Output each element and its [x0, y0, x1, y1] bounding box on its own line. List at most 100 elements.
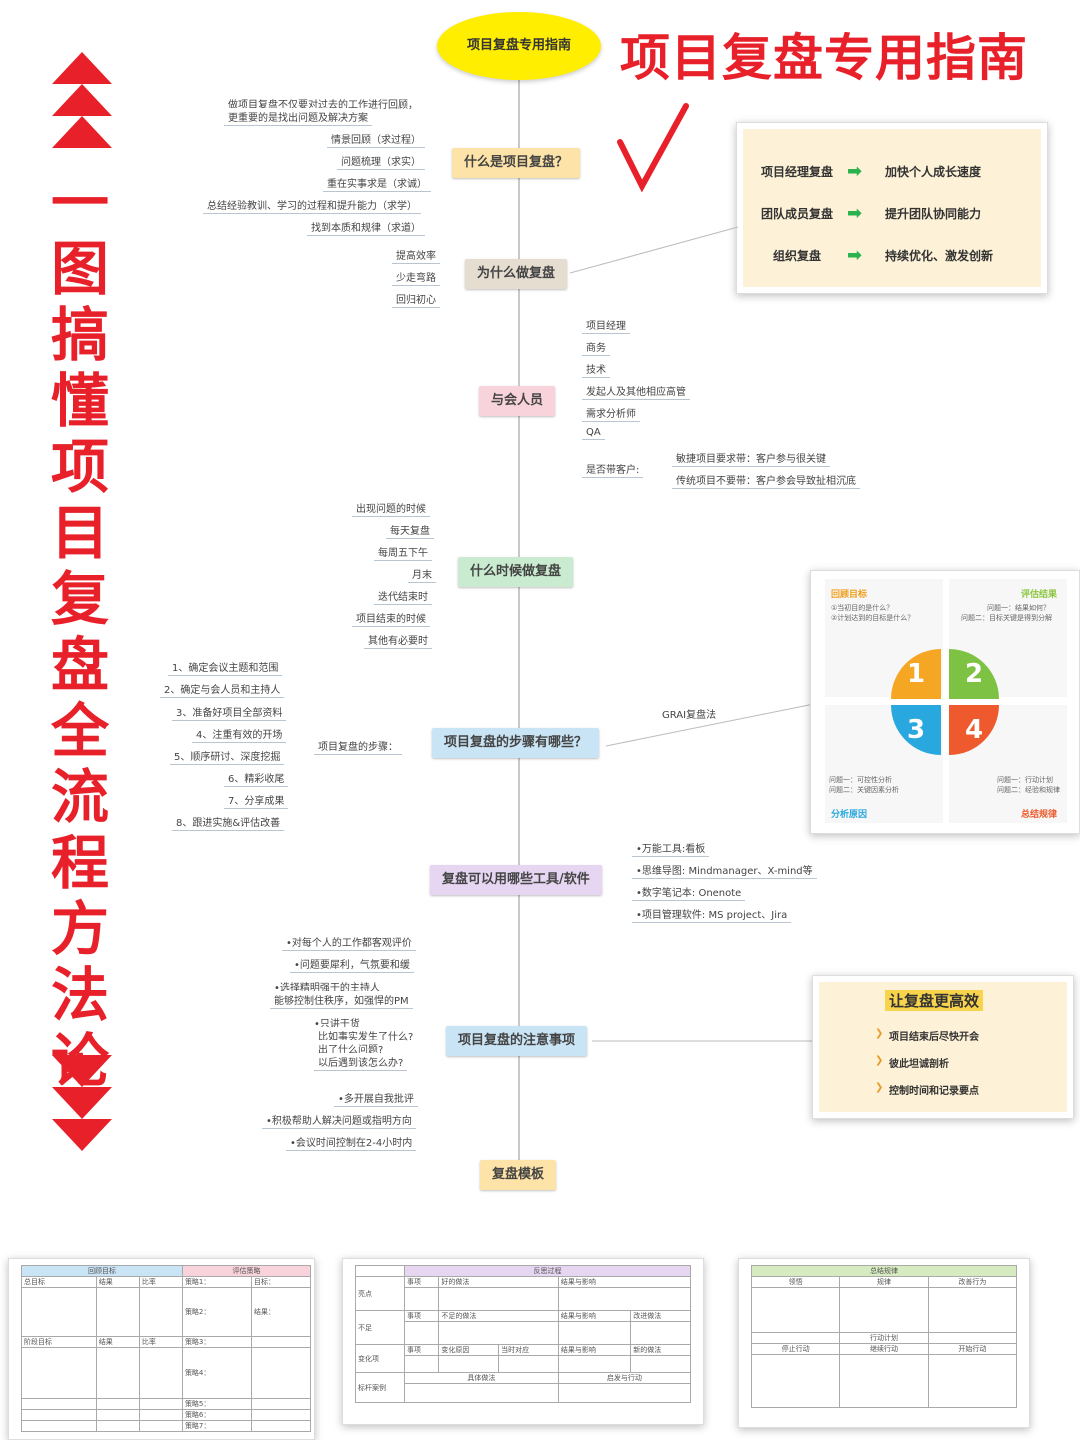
grai-q4-title: 总结规律 [1021, 810, 1058, 820]
grai-q1-line: ②计划达到的目标是什么？ [831, 614, 915, 622]
why-item: 少走弯路 [392, 268, 440, 286]
why-item: 提高效率 [392, 246, 440, 264]
tpl1-col: 结果 [95, 1336, 140, 1348]
grai-q2-line: 问题一：结果如何？ [987, 604, 1050, 612]
down-chevron-icon [52, 1055, 112, 1087]
tpl3-col: 继续行动 [839, 1343, 929, 1355]
tpl1-col: 比率 [138, 1336, 183, 1348]
template-summary: 总结规律 领悟规律改善行为 行动计划 停止行动继续行动开始行动 [738, 1258, 1030, 1428]
topic-when[interactable]: 什么时候做复盘 [458, 557, 574, 587]
tpl2-title: 反思过程 [404, 1265, 691, 1277]
who-item: 技术 [582, 360, 610, 378]
red-check-arrow-icon [617, 103, 689, 192]
topic-why[interactable]: 为什么做复盘 [465, 259, 568, 289]
tpl1-strategy: 策略2： [181, 1287, 253, 1337]
notes-item: •对每个人的工作都客观评价 [282, 933, 416, 951]
what-item: 情景回顾（求过程） [327, 130, 425, 148]
when-item: 每天复盘 [386, 521, 434, 539]
tpl1-strategy: 策略5： [181, 1398, 253, 1410]
up-chevron-icon [52, 116, 112, 148]
grai-q4-line: 问题一：行动计划 [997, 776, 1053, 784]
topic-notes[interactable]: 项目复盘的注意事项 [446, 1026, 588, 1056]
why-card-right: 加快个人成长速度 [885, 165, 982, 179]
tpl2-cell: 启发与行动 [557, 1372, 692, 1384]
tpl2-row-label: 变化项 [355, 1344, 405, 1373]
tpl2-cell: 事项 [403, 1344, 440, 1356]
tpl1-strategy: 策略3： [181, 1336, 253, 1348]
down-chevron-icon [52, 1087, 112, 1119]
chevron-right-icon: ❯ [875, 1028, 884, 1039]
tpl2-cell: 具体做法 [404, 1372, 559, 1384]
who-item: 商务 [582, 338, 610, 356]
tpl3-col: 开始行动 [927, 1343, 1018, 1355]
tpl2-cell: 事项 [403, 1276, 440, 1288]
vertical-title: 一图搞懂 项目复盘全流程方法论 [50, 169, 109, 1095]
notes-card-item: 控制时间和记录要点 [889, 1086, 979, 1097]
notes-item: •多开展自我批评 [334, 1089, 418, 1107]
step-item: 2、确定与会人员和主持人 [160, 680, 285, 698]
who-item: 是否带客户: [582, 460, 644, 478]
chevron-right-icon: ❯ [875, 1055, 884, 1066]
when-item: 迭代结束时 [374, 587, 432, 605]
notes-item: •问题要犀利，气氛要和缓 [290, 955, 414, 973]
tpl2-row-label: 标杆案例 [355, 1372, 405, 1403]
notes-item: 能够控制住秩序，如强悍的PM [270, 991, 413, 1009]
who-item: 需求分析师 [582, 404, 640, 422]
red-title: 项目复盘专用指南 [620, 29, 1028, 87]
when-item: 每周五下午 [374, 543, 432, 561]
tpl2-cell: 不足的做法 [438, 1310, 559, 1322]
grai-q3-line: 问题一：可控性分析 [829, 776, 892, 784]
tpl1-h2: 评估策略 [181, 1265, 312, 1277]
tpl3-col: 停止行动 [750, 1343, 841, 1355]
tpl2-cell: 改进做法 [630, 1310, 691, 1322]
tpl2-cell: 新的做法 [630, 1344, 691, 1356]
tpl1-h1: 回顾目标 [21, 1265, 183, 1277]
grai-card: 回顾目标 ①当初目的是什么？ ②计划达到的目标是什么？ 评估结果 问题一：结果如… [810, 570, 1080, 834]
grai-q1-title: 回顾目标 [831, 590, 868, 600]
why-item: 回归初心 [392, 290, 440, 308]
tools-item: •数字笔记本: Onenote [632, 883, 746, 901]
when-item: 其他有必要时 [364, 631, 432, 649]
down-chevron-icon [52, 1119, 112, 1151]
connector-line [592, 1040, 812, 1042]
topic-what[interactable]: 什么是项目复盘？ [452, 148, 581, 178]
who-item: 项目经理 [582, 316, 630, 334]
grai-q3-line: 问题二：关键因素分析 [829, 786, 899, 794]
green-arrow-icon: ➡ [847, 161, 863, 182]
tpl3-title2: 行动计划 [839, 1332, 929, 1344]
green-arrow-icon: ➡ [847, 203, 863, 224]
tpl3-title: 总结规律 [751, 1265, 1017, 1277]
root-node[interactable]: 项目复盘专用指南 [437, 12, 601, 80]
green-arrow-icon: ➡ [847, 245, 863, 266]
notes-card-item: 彼此坦诚剖析 [889, 1059, 949, 1070]
why-card-right: 提升团队协同能力 [885, 207, 982, 221]
who-client-item: 传统项目不要带：客户参会导致扯相沉底 [672, 471, 860, 489]
tpl1-col: 比率 [138, 1276, 183, 1288]
what-item: 找到本质和规律（求道） [307, 218, 425, 236]
why-card: 项目经理复盘 ➡ 加快个人成长速度 团队成员复盘 ➡ 提升团队协同能力 组织复盘… [736, 122, 1048, 294]
tpl1-strategy: 策略4： [181, 1347, 253, 1399]
who-item: 发起人及其他相应高管 [582, 382, 690, 400]
topic-tools[interactable]: 复盘可以用哪些工具/软件 [430, 865, 602, 895]
tpl2-cell: 结果与影响 [557, 1344, 632, 1356]
grai-q2-line: 问题二：目标关键是得到分解 [961, 614, 1052, 622]
why-card-left: 团队成员复盘 [761, 207, 834, 221]
notes-item: •只讲干货 [310, 1014, 364, 1031]
notes-item: 以后遇到该怎么办? [314, 1053, 408, 1071]
template-reflection: 反思过程 亮点事项好的做法结果与影响 不足事项不足的做法结果与影响改进做法 变化… [342, 1258, 704, 1425]
step-item: 7、分享成果 [224, 791, 289, 809]
root-label: 项目复盘专用指南 [466, 38, 571, 53]
what-item: 更重要的是找出问题及解决方案 [224, 108, 372, 126]
tpl2-row-label: 亮点 [355, 1276, 405, 1311]
topic-steps[interactable]: 项目复盘的步骤有哪些？ [432, 728, 600, 758]
chevron-right-icon: ❯ [875, 1082, 884, 1093]
what-item: 做项目复盘不仅要对过去的工作进行回顾， [224, 95, 422, 112]
tpl1-col: 结果 [95, 1276, 140, 1288]
grai-q1-line: ①当初目的是什么？ [831, 604, 894, 612]
tpl2-cell: 变化原因 [438, 1344, 500, 1356]
topic-template[interactable]: 复盘模板 [480, 1160, 557, 1190]
tpl1-strategy: 策略1： [181, 1276, 253, 1288]
why-card-left: 项目经理复盘 [761, 165, 834, 179]
topic-who[interactable]: 与会人员 [479, 386, 556, 416]
tpl3-col: 领悟 [750, 1276, 841, 1288]
